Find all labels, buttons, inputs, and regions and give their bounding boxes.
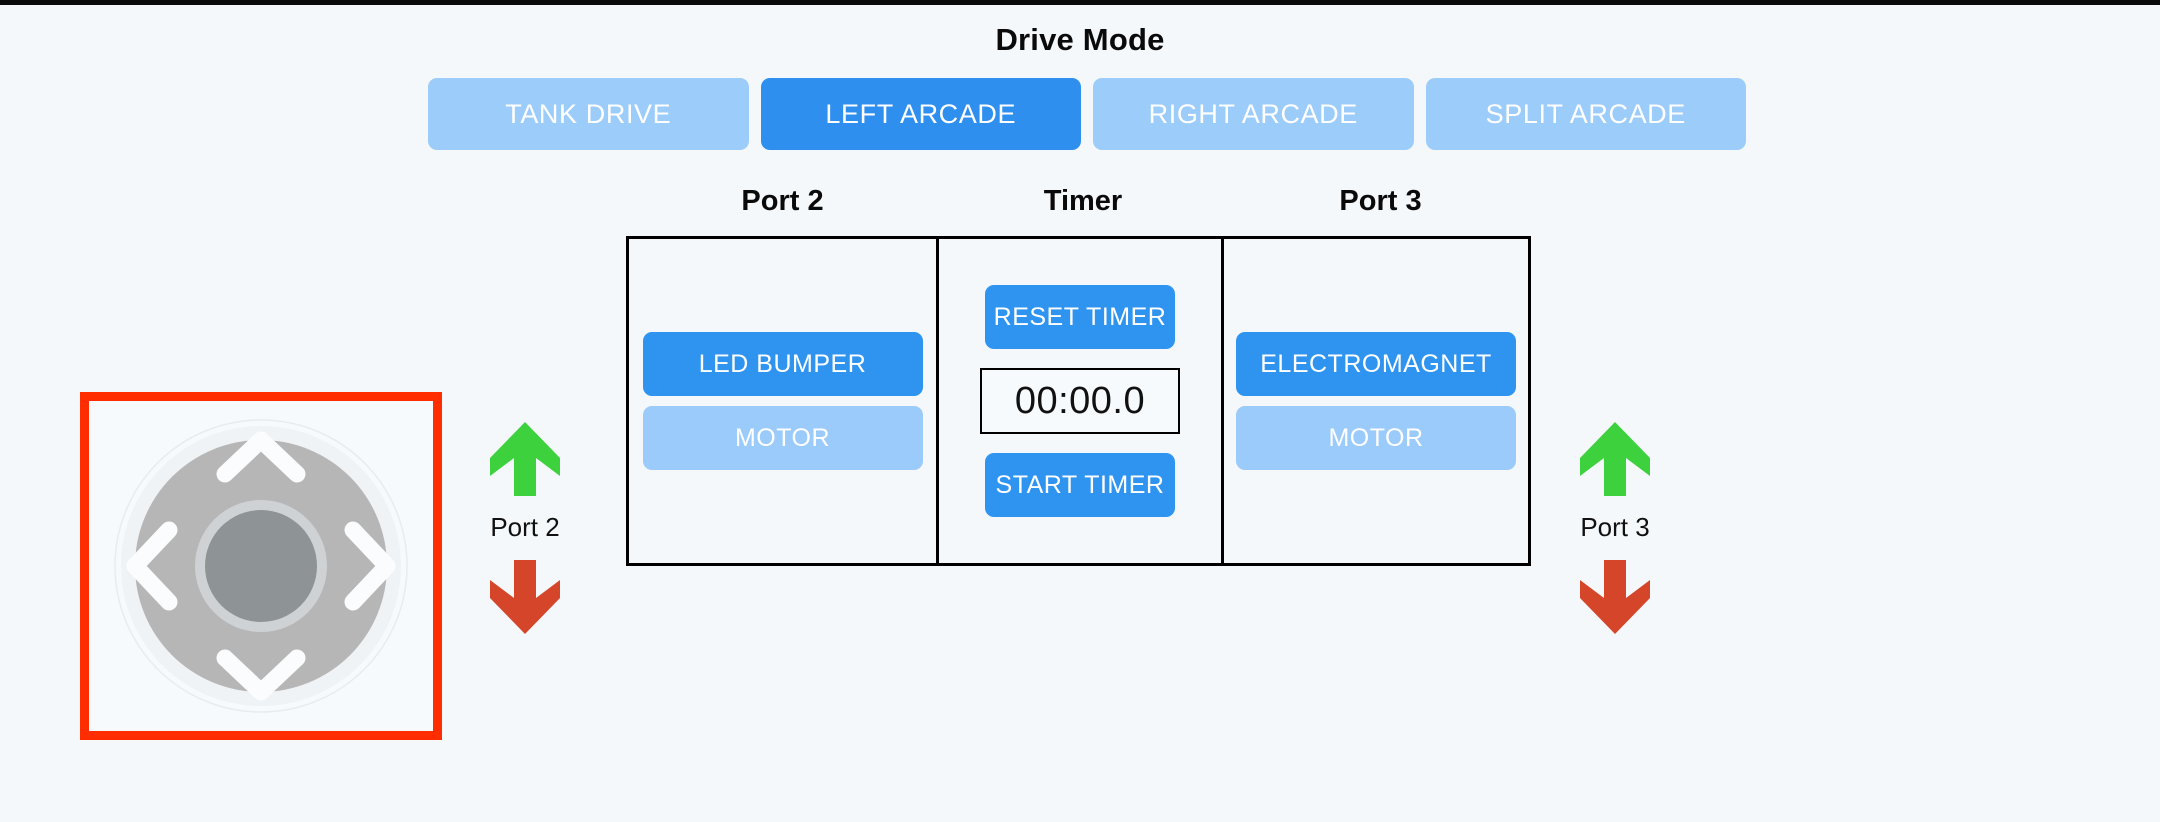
port2-motor-button[interactable]: MOTOR bbox=[642, 406, 923, 470]
port2-button-stack: LED BUMPER MOTOR bbox=[642, 332, 923, 470]
port3-indicator-column: Port 3 bbox=[1530, 418, 1700, 638]
panel-header-row: Port 2 Timer Port 3 bbox=[626, 185, 1534, 218]
reset-timer-button[interactable]: RESET TIMER bbox=[985, 285, 1175, 349]
dpad-down-chevron-icon[interactable] bbox=[216, 649, 306, 701]
port2-up-arrow-icon[interactable] bbox=[486, 418, 564, 500]
dpad-joystick[interactable] bbox=[111, 416, 411, 716]
port3-down-arrow-icon[interactable] bbox=[1576, 556, 1654, 638]
timer-control-stack: RESET TIMER 00:00.0 START TIMER bbox=[980, 285, 1180, 517]
panel-header-port2: Port 2 bbox=[741, 185, 824, 217]
dpad-highlight-frame bbox=[80, 392, 442, 740]
dpad-up-chevron-icon[interactable] bbox=[216, 431, 306, 483]
start-timer-button[interactable]: START TIMER bbox=[985, 453, 1175, 517]
port3-button-stack: ELECTROMAGNET MOTOR bbox=[1236, 332, 1516, 470]
drive-mode-button-group: TANK DRIVE LEFT ARCADE RIGHT ARCADE SPLI… bbox=[428, 78, 1746, 150]
dpad-graphic[interactable] bbox=[111, 416, 411, 716]
port3-electromagnet-button[interactable]: ELECTROMAGNET bbox=[1236, 332, 1516, 396]
panel-timer: RESET TIMER 00:00.0 START TIMER bbox=[936, 236, 1224, 566]
drive-mode-split-arcade[interactable]: SPLIT ARCADE bbox=[1425, 78, 1746, 150]
port2-down-arrow-icon[interactable] bbox=[486, 556, 564, 638]
panel-header-port3: Port 3 bbox=[1339, 185, 1422, 217]
drive-mode-tank-drive[interactable]: TANK DRIVE bbox=[428, 78, 749, 150]
top-edge-strip bbox=[0, 0, 2160, 5]
page-title: Drive Mode bbox=[995, 22, 1165, 57]
timer-display: 00:00.0 bbox=[980, 368, 1180, 434]
port2-indicator-column: Port 2 bbox=[440, 418, 610, 638]
dpad-left-chevron-icon[interactable] bbox=[126, 521, 178, 611]
panel-port2: LED BUMPER MOTOR bbox=[626, 236, 939, 566]
drive-mode-left-arcade[interactable]: LEFT ARCADE bbox=[760, 78, 1081, 150]
control-panel-group: LED BUMPER MOTOR RESET TIMER 00:00.0 STA… bbox=[626, 236, 1534, 566]
port3-indicator-label: Port 3 bbox=[1580, 512, 1650, 542]
panel-port3: ELECTROMAGNET MOTOR bbox=[1221, 236, 1531, 566]
dpad-right-chevron-icon[interactable] bbox=[344, 521, 396, 611]
port3-motor-button[interactable]: MOTOR bbox=[1236, 406, 1516, 470]
port2-led-bumper-button[interactable]: LED BUMPER bbox=[642, 332, 923, 396]
drive-mode-right-arcade[interactable]: RIGHT ARCADE bbox=[1093, 78, 1414, 150]
port3-up-arrow-icon[interactable] bbox=[1576, 418, 1654, 500]
dpad-center-knob[interactable] bbox=[205, 510, 317, 622]
dpad-outer-guide-ring bbox=[114, 419, 408, 713]
port2-indicator-label: Port 2 bbox=[490, 512, 560, 542]
panel-header-timer: Timer bbox=[1043, 185, 1123, 217]
